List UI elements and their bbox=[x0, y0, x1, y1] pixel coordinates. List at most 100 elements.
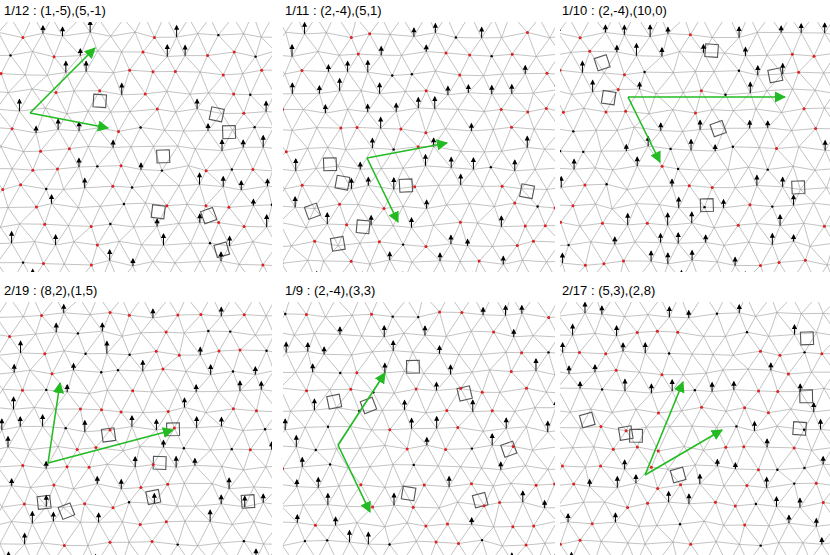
black-dot bbox=[481, 539, 483, 541]
arrow-head bbox=[0, 418, 4, 423]
red-dot bbox=[63, 544, 66, 547]
black-dot bbox=[327, 426, 329, 428]
arrow-head bbox=[272, 86, 273, 91]
red-dot bbox=[66, 465, 69, 468]
arrow-head bbox=[293, 158, 298, 163]
arrow-head bbox=[104, 341, 109, 346]
black-dot bbox=[735, 425, 737, 427]
black-dot bbox=[339, 372, 341, 374]
arrow-head bbox=[445, 86, 450, 91]
red-dot bbox=[759, 264, 762, 267]
arrow-head bbox=[752, 421, 757, 426]
red-dot bbox=[243, 313, 246, 316]
red-dot bbox=[415, 388, 418, 391]
red-dot bbox=[359, 483, 362, 486]
red-dot bbox=[650, 466, 653, 469]
red-dot bbox=[688, 184, 691, 187]
arrow-head bbox=[130, 258, 135, 263]
red-dot bbox=[94, 446, 97, 449]
arrow-head bbox=[733, 462, 738, 467]
arrow-head bbox=[323, 104, 328, 109]
red-dot bbox=[459, 221, 462, 224]
arrow-head bbox=[264, 101, 269, 106]
red-dot bbox=[743, 406, 746, 409]
arrow-head bbox=[221, 176, 226, 181]
arrow-head bbox=[665, 212, 670, 217]
arrow-head bbox=[289, 44, 294, 49]
arrow-head bbox=[797, 497, 802, 502]
red-dot bbox=[243, 225, 246, 228]
arrow-head bbox=[519, 305, 524, 310]
arrow-head bbox=[183, 45, 188, 50]
arrow-head bbox=[792, 324, 797, 329]
arrow-head bbox=[422, 325, 427, 330]
black-dot bbox=[207, 330, 209, 332]
red-dot bbox=[622, 259, 625, 262]
arrow-head bbox=[434, 416, 439, 421]
black-dot bbox=[123, 203, 125, 205]
arrow-head bbox=[325, 212, 330, 217]
arrow-head bbox=[237, 380, 242, 385]
square-tile bbox=[37, 495, 51, 509]
arrow-head bbox=[264, 214, 269, 219]
panel-title: 1/12 : (1,-5),(5,-1) bbox=[2, 3, 108, 19]
arrow-head bbox=[713, 144, 718, 149]
arrow-head bbox=[520, 490, 525, 495]
red-dot bbox=[128, 69, 131, 72]
arrow-head bbox=[152, 493, 157, 498]
square-tile bbox=[241, 495, 255, 509]
red-dot bbox=[554, 206, 555, 209]
black-dot bbox=[183, 447, 185, 449]
black-dot bbox=[315, 449, 317, 451]
arrow-head bbox=[731, 381, 736, 386]
arrow-head bbox=[643, 342, 648, 347]
arrow-head bbox=[637, 81, 642, 86]
arrow-head bbox=[582, 302, 587, 307]
arrow-head bbox=[314, 271, 319, 272]
arrow-head bbox=[698, 120, 703, 125]
arrow-head bbox=[409, 418, 414, 423]
square-tile bbox=[399, 179, 412, 192]
black-dot bbox=[803, 351, 805, 353]
red-dot bbox=[604, 110, 607, 113]
arrow-head bbox=[490, 433, 495, 438]
red-dot bbox=[413, 185, 416, 188]
red-dot bbox=[152, 463, 155, 466]
red-dot bbox=[371, 505, 374, 508]
red-dot bbox=[399, 128, 402, 131]
red-dot bbox=[424, 131, 427, 134]
arrow-head bbox=[560, 342, 565, 347]
red-dot bbox=[301, 184, 304, 187]
red-dot bbox=[561, 465, 564, 468]
red-dot bbox=[510, 126, 513, 129]
red-dot bbox=[0, 72, 3, 75]
red-dot bbox=[90, 225, 93, 228]
arrow-head bbox=[269, 441, 272, 446]
red-dot bbox=[544, 224, 547, 227]
red-dot bbox=[120, 164, 123, 167]
arrow-head bbox=[743, 271, 748, 272]
red-dot bbox=[350, 260, 353, 263]
arrow-head bbox=[590, 80, 595, 85]
arrow-head bbox=[765, 120, 770, 125]
arrow-head bbox=[6, 551, 11, 555]
red-dot bbox=[139, 486, 142, 489]
lattice-vector bbox=[48, 430, 173, 463]
arrow-head bbox=[261, 135, 266, 140]
panel-title: 2/19 : (8,2),(1,5) bbox=[2, 283, 99, 299]
arrow-head bbox=[466, 84, 471, 89]
arrow-head bbox=[65, 384, 70, 389]
red-dot bbox=[206, 54, 209, 57]
arrow-head bbox=[612, 236, 617, 241]
arrow-head bbox=[30, 511, 35, 516]
arrow-head bbox=[822, 22, 827, 27]
red-dot bbox=[96, 244, 99, 247]
red-dot bbox=[492, 331, 495, 334]
red-dot bbox=[31, 169, 34, 172]
red-dot bbox=[368, 32, 371, 35]
red-dot bbox=[532, 240, 535, 243]
black-dot bbox=[417, 316, 419, 318]
red-dot bbox=[813, 55, 816, 58]
red-dot bbox=[599, 465, 602, 468]
arrow-head bbox=[71, 363, 76, 368]
